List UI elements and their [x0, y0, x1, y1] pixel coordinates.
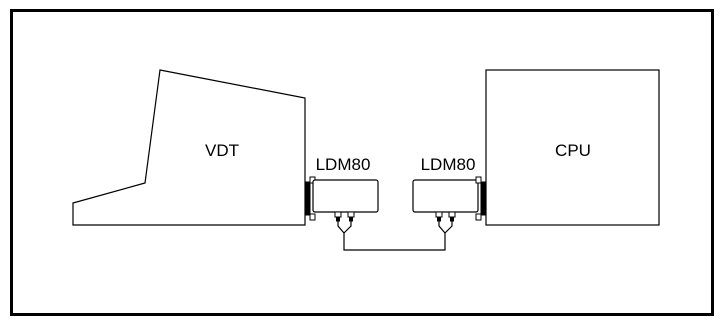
- modem-left-interface-lug-bottom: [309, 213, 316, 221]
- vdt-terminal: VDT: [72, 69, 306, 226]
- modem-left-line-connector-b: [347, 211, 355, 218]
- modem-right-label: LDM80: [421, 155, 476, 174]
- cpu-body: [485, 69, 660, 226]
- modem-right-line-connector-a: [435, 211, 443, 218]
- modem-left-line-connector-a: [334, 211, 342, 218]
- cpu-unit: CPU: [485, 69, 660, 226]
- vdt-body: [72, 69, 306, 226]
- cable-right-branch-b: [444, 221, 453, 234]
- cable-right-branch-a: [438, 221, 446, 234]
- modem-left: LDM80: [305, 155, 379, 222]
- modem-right-line-pin-b: [450, 216, 454, 222]
- vdt-label: VDT: [205, 141, 239, 160]
- modem-right-line-pin-a: [437, 216, 441, 222]
- cpu-label: CPU: [555, 141, 591, 160]
- cable-left-branch-b: [343, 221, 352, 234]
- modem-right-interface-lug-top: [475, 176, 482, 184]
- modem-right-line-connector-b: [448, 211, 456, 218]
- modem-left-body: [312, 179, 379, 213]
- modem-left-line-pin-a: [336, 216, 340, 222]
- modem-right-interface-plate: [480, 181, 486, 216]
- modem-right-body: [412, 179, 479, 213]
- modem-left-line-pin-b: [349, 216, 353, 222]
- modem-right-interface-lug-bottom: [475, 213, 482, 221]
- cable-main-run: [343, 233, 446, 251]
- modem-link-cable: [337, 221, 453, 251]
- modem-right: LDM80: [412, 155, 486, 222]
- modem-left-interface-plate: [305, 181, 311, 216]
- cable-left-branch-a: [337, 221, 345, 234]
- modem-left-label: LDM80: [316, 155, 371, 174]
